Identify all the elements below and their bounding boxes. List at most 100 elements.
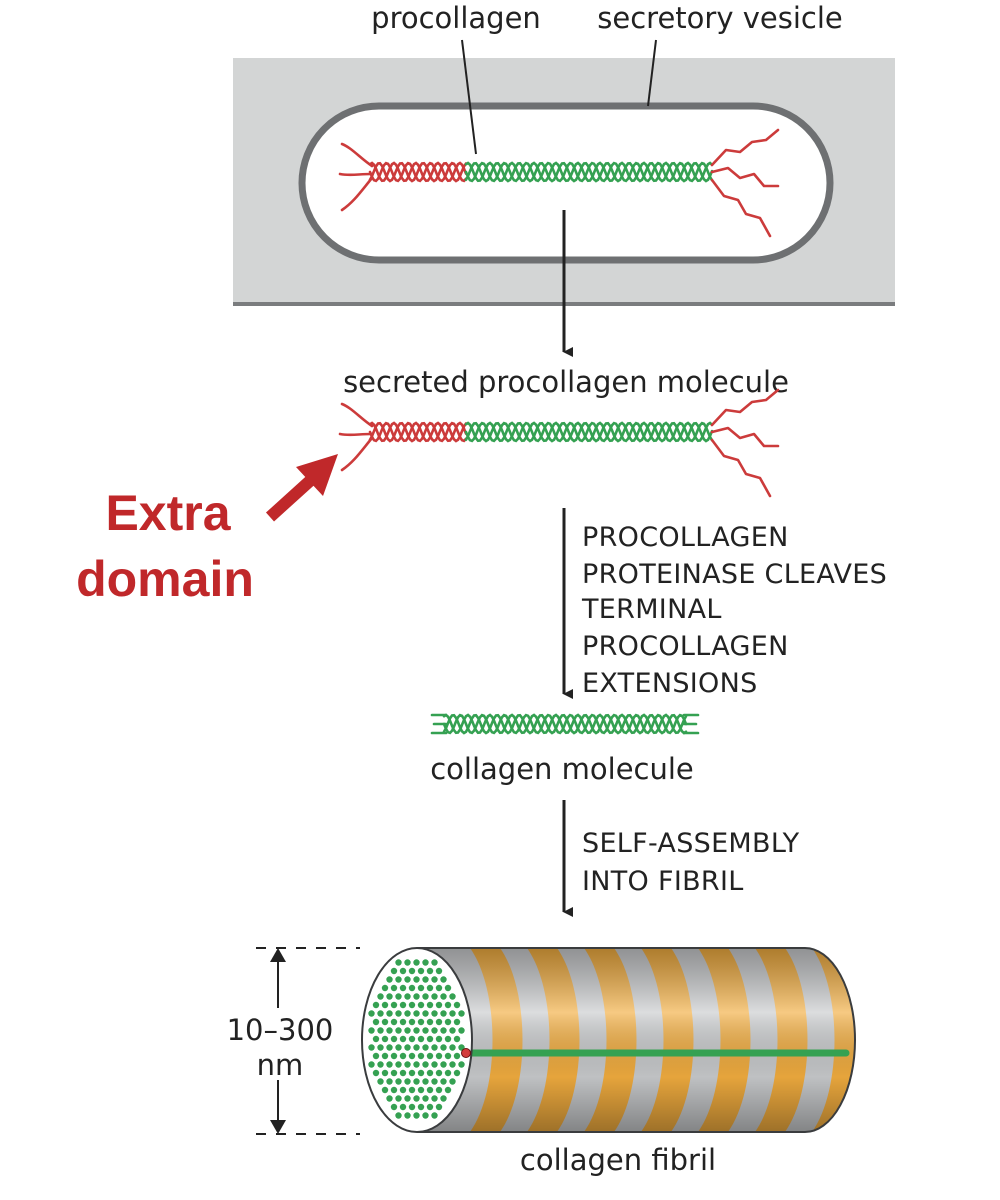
- n-terminal-end: [340, 176, 374, 212]
- molecule-dot: [381, 1035, 389, 1043]
- molecule-dot: [426, 1052, 434, 1060]
- molecule-dot: [440, 976, 447, 983]
- molecule-dot: [422, 1027, 429, 1034]
- molecule-dot: [422, 1095, 429, 1102]
- molecule-dot: [435, 1069, 443, 1077]
- molecule-dot: [440, 1078, 447, 1085]
- molecule-dot: [399, 1018, 407, 1026]
- molecule-dot: [372, 1001, 380, 1009]
- molecule-dot: [413, 1027, 420, 1034]
- molecule-dot: [417, 1086, 425, 1094]
- molecule-dot: [426, 1035, 434, 1043]
- molecule-cross-section-dots: [368, 959, 465, 1119]
- molecule-dot: [399, 967, 407, 975]
- molecule-dot: [399, 1086, 407, 1094]
- molecule-dot: [404, 1078, 411, 1085]
- triple-helix-strand: [464, 421, 714, 443]
- molecule-dot: [422, 959, 429, 966]
- molecule-dot: [413, 1112, 420, 1119]
- molecule-dot: [404, 1044, 411, 1051]
- n-terminal-end: [340, 402, 374, 428]
- molecule-dot: [426, 1069, 434, 1077]
- molecule-dot: [386, 1061, 393, 1068]
- molecule-dot: [449, 993, 456, 1000]
- molecule-dot: [404, 1010, 411, 1017]
- n-terminal-end: [340, 142, 374, 168]
- molecule-dot: [444, 1052, 452, 1060]
- molecule-dot: [453, 1035, 461, 1043]
- molecule-dot: [368, 1044, 375, 1051]
- molecule-dot: [449, 1027, 456, 1034]
- molecule-dot: [417, 967, 425, 975]
- secreted-procollagen-molecule: [338, 388, 780, 498]
- triple-helix-strand: [464, 421, 714, 443]
- molecule-dot: [422, 976, 429, 983]
- molecule-dot: [395, 1027, 402, 1034]
- molecule-dot: [390, 984, 398, 992]
- molecule-dot: [395, 993, 402, 1000]
- assembly-step-text: SELF-ASSEMBLY INTO FIBRIL: [582, 828, 799, 897]
- molecule-dot: [399, 1035, 407, 1043]
- molecule-dot: [390, 1103, 398, 1111]
- molecule-dot: [458, 1010, 465, 1017]
- molecule-dot: [426, 1103, 434, 1111]
- molecule-dot: [413, 1010, 420, 1017]
- n-propeptide-helix: [368, 161, 468, 183]
- molecule-dot: [381, 1001, 389, 1009]
- molecule-dot: [386, 1078, 393, 1085]
- molecule-dot: [431, 1044, 438, 1051]
- assembly-step-line: INTO FIBRIL: [582, 866, 744, 897]
- molecule-dot: [408, 1018, 416, 1026]
- molecule-dot: [413, 976, 420, 983]
- c-propeptide-strand: [710, 438, 772, 498]
- molecule-dot: [444, 984, 452, 992]
- molecule-dot: [440, 993, 447, 1000]
- molecule-dot: [417, 984, 425, 992]
- collagen-fibril-label: collagen fibril: [520, 1143, 716, 1177]
- molecule-dot: [444, 1001, 452, 1009]
- molecule-dot: [426, 1001, 434, 1009]
- molecule-dot: [377, 1010, 384, 1017]
- cleavage-step-line: PROTEINASE CLEAVES: [582, 559, 887, 590]
- molecule-dot: [390, 1018, 398, 1026]
- molecule-dot: [444, 1035, 452, 1043]
- molecule-dot: [435, 1052, 443, 1060]
- molecule-dot: [435, 984, 443, 992]
- molecule-dot: [408, 1001, 416, 1009]
- molecule-dot: [440, 1027, 447, 1034]
- molecule-dot: [444, 1086, 452, 1094]
- n-propeptide-helix: [368, 421, 468, 443]
- extra-domain-pointer-arrow: [265, 454, 338, 522]
- molecule-dot: [417, 1035, 425, 1043]
- molecule-dot: [426, 1018, 434, 1026]
- molecule-dot: [449, 1078, 456, 1085]
- collagen-molecule: [430, 713, 700, 735]
- n-terminal-end: [340, 436, 374, 472]
- molecule-dot: [417, 1052, 425, 1060]
- molecule-dot: [395, 959, 402, 966]
- molecule-dot: [395, 1078, 402, 1085]
- procollagen-in-vesicle: [338, 128, 780, 238]
- molecule-dot: [440, 1010, 447, 1017]
- molecule-dot: [377, 1027, 384, 1034]
- molecule-dot: [453, 1018, 461, 1026]
- cleavage-step-text: PROCOLLAGEN PROTEINASE CLEAVES TERMINAL …: [581, 522, 887, 699]
- molecule-dot: [444, 1018, 452, 1026]
- triple-helix-strand: [464, 161, 714, 183]
- molecule-dot: [408, 1103, 416, 1111]
- molecule-dot: [399, 1001, 407, 1009]
- molecule-dot: [368, 1010, 375, 1017]
- molecule-dot: [390, 967, 398, 975]
- c-propeptide-strand: [710, 388, 780, 427]
- molecule-dot: [404, 976, 411, 983]
- molecule-dot: [390, 1052, 398, 1060]
- molecule-dot: [404, 959, 411, 966]
- molecule-dot: [386, 1044, 393, 1051]
- molecule-dot: [377, 1061, 384, 1068]
- molecule-dot: [449, 1061, 456, 1068]
- molecule-dot: [426, 1086, 434, 1094]
- molecule-dot: [408, 984, 416, 992]
- molecule-dot: [390, 1086, 398, 1094]
- triple-helix-strand: [442, 713, 688, 735]
